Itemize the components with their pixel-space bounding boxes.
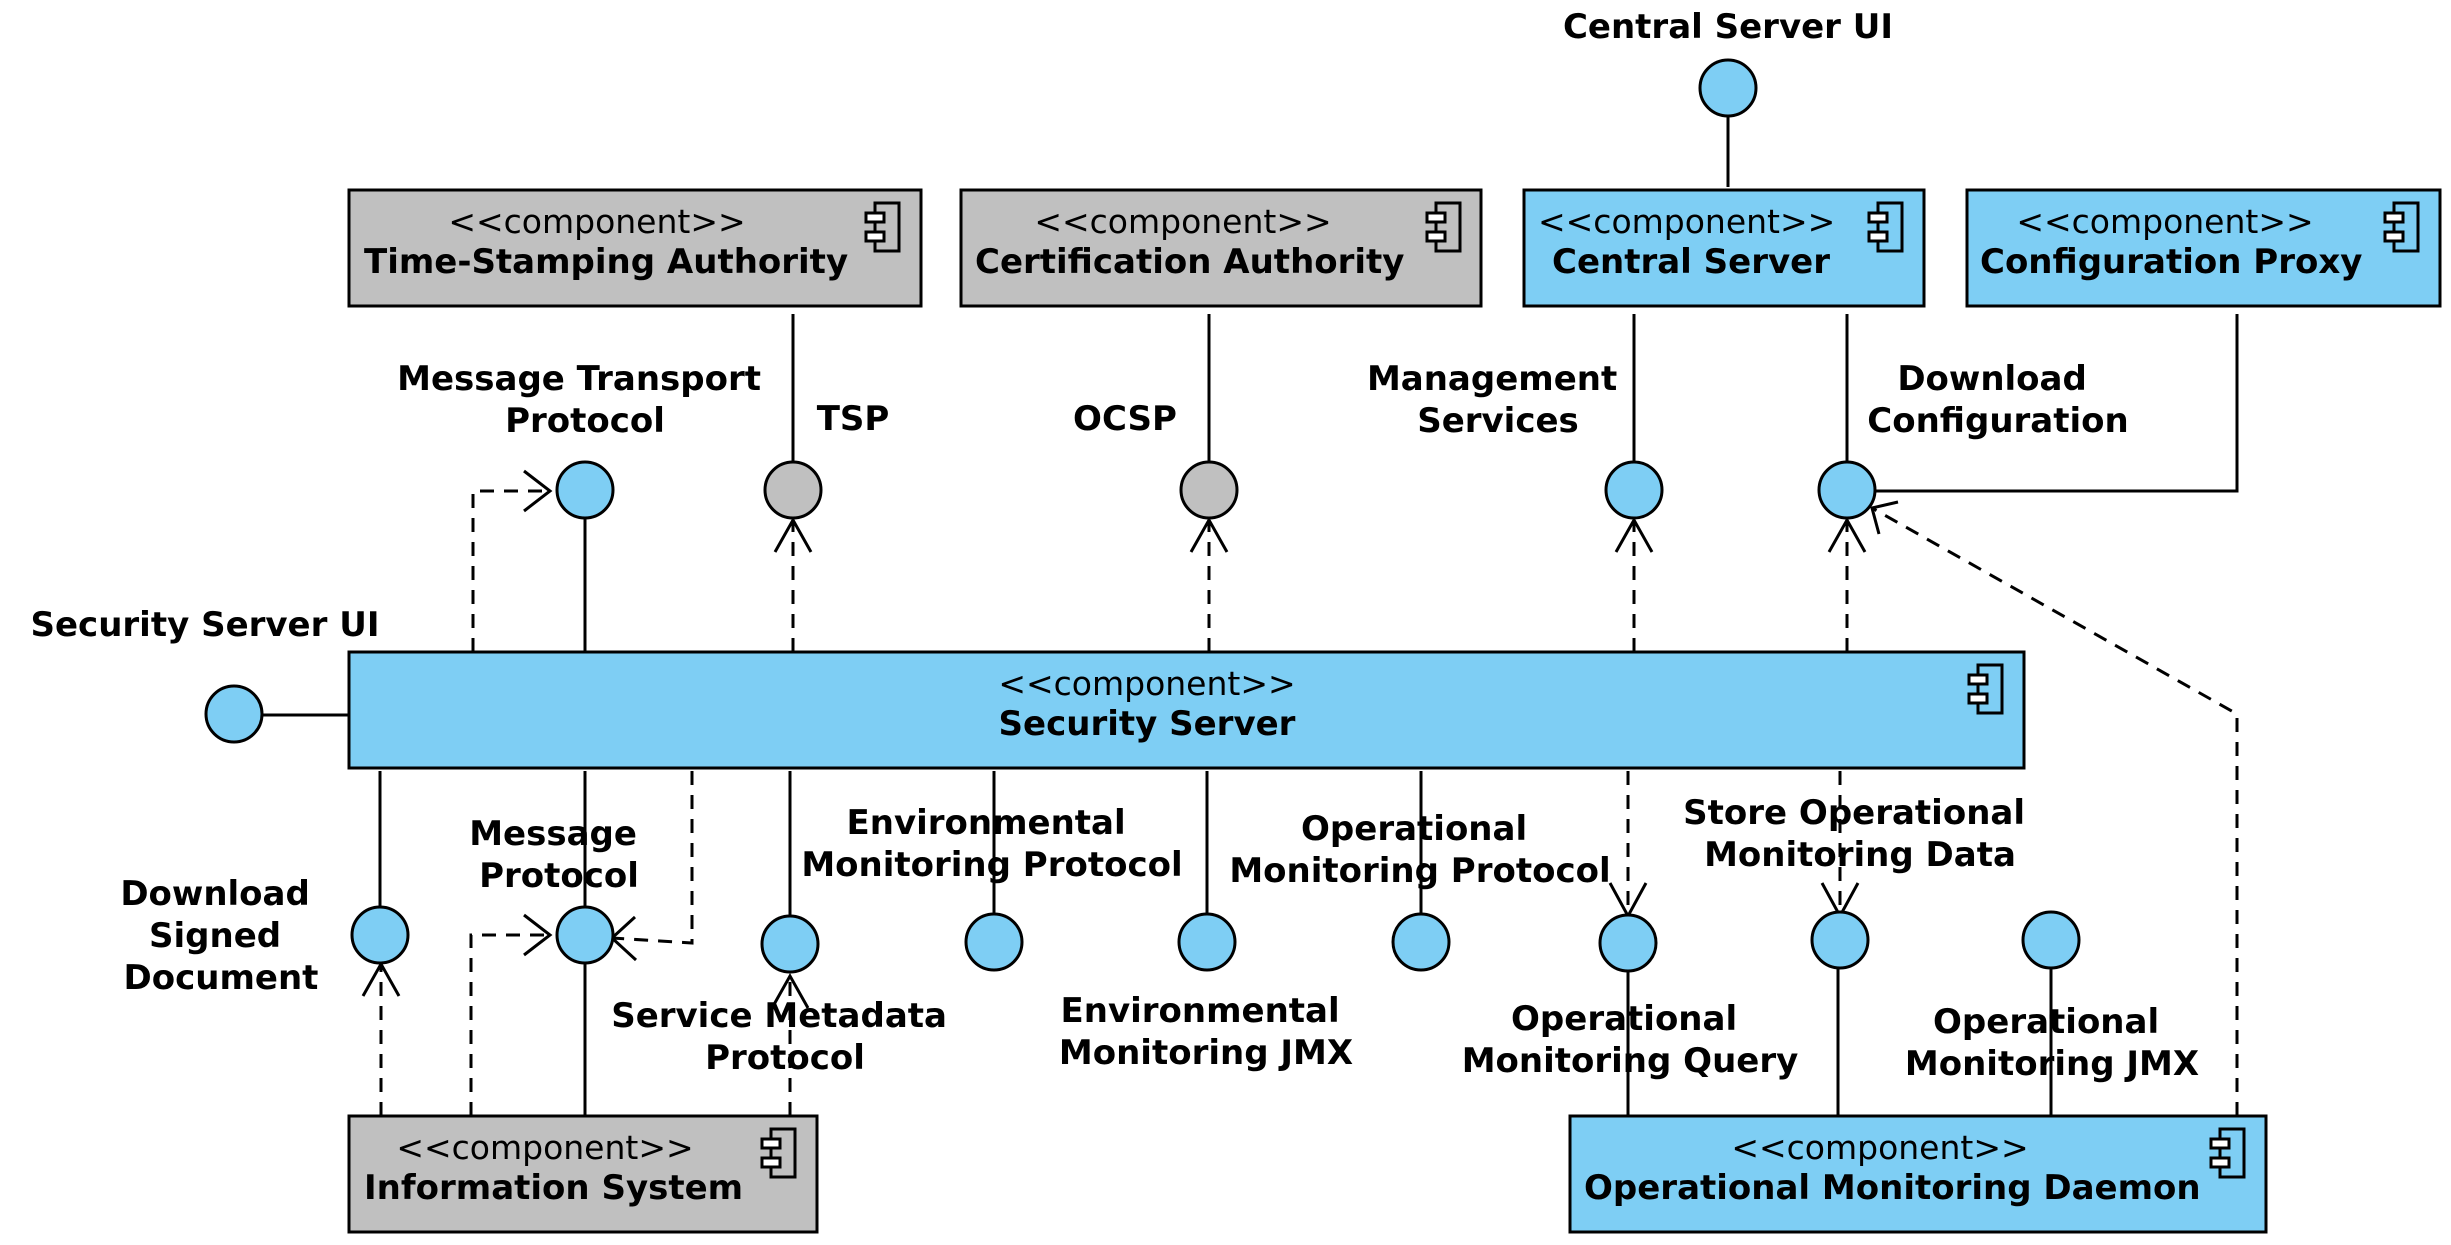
label-download-configuration: Download Configuration xyxy=(1867,359,2128,441)
interface-environmental-monitoring-jmx xyxy=(1177,912,1237,972)
label-environmental-monitoring-protocol: Environmental Monitoring Protocol xyxy=(801,803,1182,885)
interface-message-transport-protocol xyxy=(555,460,615,520)
component-security-server: <<component>> Security Server xyxy=(347,650,2026,770)
label-operational-monitoring-query: Operational Monitoring Query xyxy=(1462,999,1799,1081)
interface-tsp xyxy=(763,460,823,520)
label-ocsp: OCSP xyxy=(1073,399,1177,439)
component-central-server: <<component>> Central Server xyxy=(1522,188,1926,308)
stereotype-label: <<component>> xyxy=(1034,202,1331,241)
component-name: Security Server xyxy=(999,704,1296,744)
interface-ocsp xyxy=(1179,460,1239,520)
dependency-connectors xyxy=(379,489,2239,1116)
interface-central-server-ui xyxy=(1698,58,1758,118)
label-store-operational-monitoring-data: Store Operational Monitoring Data xyxy=(1683,793,2037,875)
component-information-system: <<component>> Information System xyxy=(347,1114,819,1234)
interface-environmental-monitoring-protocol xyxy=(964,912,1024,972)
interface-management-services xyxy=(1604,460,1664,520)
interface-download-signed-document xyxy=(350,905,410,965)
stereotype-label: <<component>> xyxy=(448,202,745,241)
stereotype-label: <<component>> xyxy=(998,664,1295,703)
component-time-stamping-authority: <<component>> Time-Stamping Authority xyxy=(347,188,923,308)
interface-message-protocol xyxy=(555,905,615,965)
interface-operational-monitoring-jmx xyxy=(2021,910,2081,970)
stereotype-label: <<component>> xyxy=(1731,1128,2028,1167)
component-certification-authority: <<component>> Certification Authority xyxy=(959,188,1483,308)
label-central-server-ui: Central Server UI xyxy=(1563,7,1893,47)
component-name: Information System xyxy=(364,1168,743,1208)
component-name: Certification Authority xyxy=(975,242,1404,282)
label-operational-monitoring-jmx: Operational Monitoring JMX xyxy=(1905,1002,2199,1084)
label-environmental-monitoring-jmx: Environmental Monitoring JMX xyxy=(1059,991,1353,1073)
interface-store-operational-monitoring-data xyxy=(1810,910,1870,970)
label-operational-monitoring-protocol: Operational Monitoring Protocol xyxy=(1229,809,1610,891)
component-configuration-proxy: <<component>> Configuration Proxy xyxy=(1965,188,2442,308)
label-message-protocol: Message Protocol xyxy=(469,814,649,896)
component-name: Operational Monitoring Daemon xyxy=(1584,1168,2201,1208)
stereotype-label: <<component>> xyxy=(1538,202,1835,241)
label-tsp: TSP xyxy=(817,399,890,439)
component-name: Configuration Proxy xyxy=(1980,242,2362,282)
interface-labels: Central Server UI Security Server UI Mes… xyxy=(31,7,2200,1084)
interfaces xyxy=(204,58,2081,974)
stereotype-label: <<component>> xyxy=(396,1128,693,1167)
interface-security-server-ui xyxy=(204,684,264,744)
component-name: Central Server xyxy=(1552,242,1830,282)
label-security-server-ui: Security Server UI xyxy=(31,605,380,645)
interface-operational-monitoring-query xyxy=(1598,913,1658,973)
label-management-services: Management Services xyxy=(1367,359,1629,441)
component-name: Time-Stamping Authority xyxy=(364,242,848,282)
stereotype-label: <<component>> xyxy=(2016,202,2313,241)
label-message-transport-protocol: Message Transport Protocol xyxy=(397,359,773,441)
label-service-metadata-protocol: Service Metadata Protocol xyxy=(611,996,959,1078)
interface-operational-monitoring-protocol xyxy=(1391,912,1451,972)
interface-service-metadata-protocol xyxy=(760,914,820,974)
component-operational-monitoring-daemon: <<component>> Operational Monitoring Dae… xyxy=(1568,1114,2268,1234)
label-download-signed-document: Download Signed Document xyxy=(120,874,321,998)
interface-download-configuration xyxy=(1817,460,1877,520)
solid-connectors xyxy=(262,116,2239,1116)
